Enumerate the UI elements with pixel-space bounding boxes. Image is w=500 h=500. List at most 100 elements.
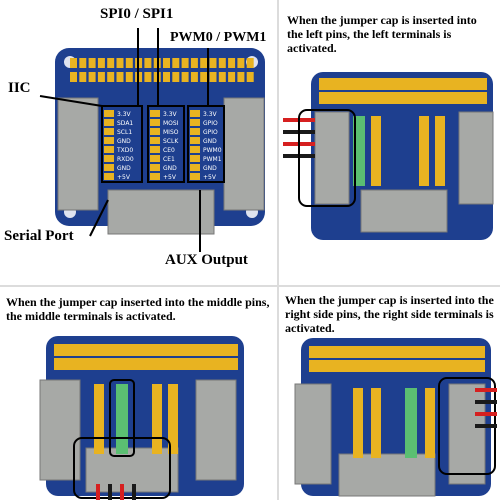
- pin-label: MISO: [163, 129, 179, 136]
- pin-label: SCL1: [117, 129, 132, 136]
- header-pin: [163, 72, 170, 82]
- jumper-pin: [190, 146, 200, 153]
- left-jumper-caption: When the jumper cap is inserted into the…: [287, 13, 477, 55]
- jumper-pin: [190, 155, 200, 162]
- jumper-pin: [190, 110, 200, 117]
- pin-label: GND: [203, 165, 217, 172]
- right-jumper-caption: When the jumper cap is inserted into the…: [285, 293, 494, 335]
- jumper-pin: [104, 146, 114, 153]
- pin-label: +5V: [203, 174, 217, 181]
- jumper-pin: [104, 137, 114, 144]
- jumper-pin: [104, 128, 114, 135]
- jumper-pin: [190, 119, 200, 126]
- pin-label: GPIO: [203, 129, 218, 136]
- header-pin: [116, 72, 124, 82]
- jumper-pin: [150, 119, 160, 126]
- middle-jumper-board-illustration: [39, 336, 244, 500]
- jumper-pin: [190, 164, 200, 171]
- header-pin: [172, 72, 180, 82]
- pin-label: GND: [117, 165, 131, 172]
- header-pin: [144, 58, 152, 68]
- jumper-pin: [190, 137, 200, 144]
- vertical-divider: [277, 0, 279, 500]
- jumper-pin: [150, 146, 160, 153]
- pin-label: CE0: [163, 147, 175, 154]
- left-jumper-panel: When the jumper cap is inserted into the…: [279, 0, 500, 284]
- header-pin: [107, 72, 115, 82]
- jumper-pin: [190, 173, 200, 180]
- header-pin: [163, 58, 170, 68]
- header-pin: [88, 72, 96, 82]
- header-pin: [218, 72, 226, 82]
- jumper-pin: [190, 128, 200, 135]
- pin-label: SCLK: [163, 138, 179, 145]
- header-pin: [97, 72, 105, 82]
- header-pin: [79, 58, 87, 68]
- header-pin: [190, 72, 198, 82]
- right-jumper-panel: When the jumper cap is inserted into the…: [279, 288, 500, 500]
- header-pin: [125, 58, 133, 68]
- header-pin: [70, 72, 77, 82]
- header-pin: [209, 72, 217, 82]
- pin-label: MOSI: [163, 120, 179, 127]
- header-pin: [97, 58, 105, 68]
- pin-label: CE1: [163, 156, 175, 163]
- pin-label: +5V: [163, 174, 177, 181]
- horizontal-divider: [0, 285, 500, 287]
- header-pin: [228, 58, 236, 68]
- header-pin: [228, 72, 236, 82]
- right-jumper-board-illustration: [294, 338, 497, 497]
- header-pin: [200, 72, 208, 82]
- header-pin: [209, 58, 217, 68]
- jumper-pin: [150, 110, 160, 117]
- pwm-label: PWM0 / PWM1: [170, 30, 267, 45]
- jumper-pin: [104, 110, 114, 117]
- header-pin: [79, 72, 87, 82]
- pin-label: SDA1: [117, 120, 133, 127]
- left-jumper-board-illustration: [283, 72, 494, 240]
- header-pin: [116, 58, 124, 68]
- header-pin: [88, 58, 96, 68]
- jumper-pin: [104, 119, 114, 126]
- pin-label: +5V: [117, 174, 131, 181]
- header-pin: [218, 58, 226, 68]
- header-pin: [200, 58, 208, 68]
- pin-label: 3.3V: [117, 111, 132, 118]
- serial-port-label: Serial Port: [4, 228, 74, 244]
- header-pin: [190, 58, 198, 68]
- jumper-pin: [104, 164, 114, 171]
- pin-label: 3.3V: [163, 111, 178, 118]
- header-pin: [107, 58, 115, 68]
- pin-label: PWM0: [203, 147, 222, 154]
- pin-label: TXD0: [116, 147, 133, 154]
- pin-label: GPIO: [203, 120, 218, 127]
- jumper-pin: [150, 137, 160, 144]
- spi-label: SPI0 / SPI1: [100, 6, 174, 22]
- header-pin: [181, 72, 189, 82]
- jumper-pin: [104, 173, 114, 180]
- header-pin: [172, 58, 180, 68]
- header-pin: [237, 58, 245, 68]
- header-pin: [237, 72, 245, 82]
- jumper-pin: [150, 155, 160, 162]
- pin-label: 3.3V: [203, 111, 218, 118]
- header-pin: [181, 58, 189, 68]
- header-pin: [246, 58, 254, 68]
- pin-label: GND: [117, 138, 131, 145]
- pin-label: GND: [203, 138, 217, 145]
- header-pin: [144, 72, 152, 82]
- middle-jumper-caption: When the jumper cap inserted into the mi…: [6, 295, 270, 323]
- header-pin: [70, 58, 77, 68]
- overview-board-illustration: 3.3VSDA1SCL1GNDTXD0RXD0GND+5V3.3VMOSIMIS…: [39, 28, 265, 252]
- header-pin: [125, 72, 133, 82]
- pin-label: RXD0: [117, 156, 134, 163]
- jumper-pin: [104, 155, 114, 162]
- aux-output-label: AUX Output: [165, 252, 248, 268]
- jumper-pin: [150, 173, 160, 180]
- header-pin: [246, 72, 254, 82]
- jumper-pin: [150, 128, 160, 135]
- pin-label: GND: [163, 165, 177, 172]
- iic-label: IIC: [8, 80, 31, 96]
- middle-jumper-panel: When the jumper cap inserted into the mi…: [0, 288, 276, 500]
